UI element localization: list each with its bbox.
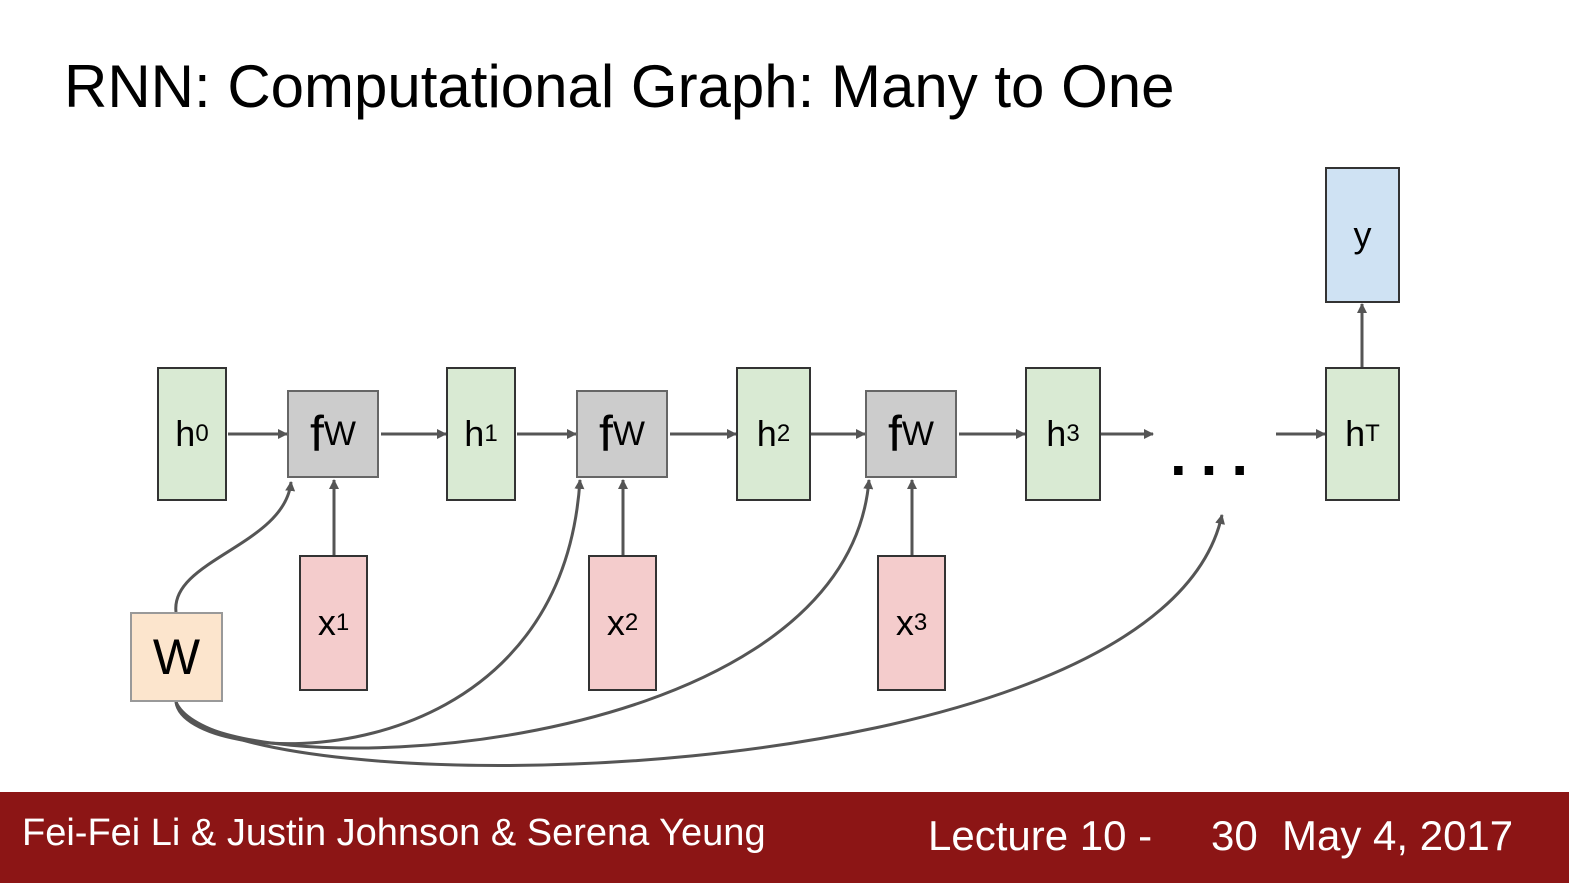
slide-title: RNN: Computational Graph: Many to One — [64, 53, 1175, 120]
footer-authors: Fei-Fei Li & Justin Johnson & Serena Yeu… — [22, 812, 766, 854]
footer-date: May 4, 2017 — [1282, 812, 1514, 859]
footer: Fei-Fei Li & Justin Johnson & Serena Yeu… — [0, 792, 1569, 883]
arrow-W-f3 — [174, 479, 874, 750]
arrow-W-f1 — [174, 481, 296, 613]
arrow-W-hT — [174, 514, 1225, 767]
ellipsis: ... — [1170, 421, 1263, 488]
output-y: y — [1325, 167, 1400, 303]
footer-lecture: Lecture 10 - — [928, 812, 1153, 859]
weights-W: W — [130, 612, 223, 702]
footer-page-number: 30 — [1211, 812, 1258, 859]
arrow-W-f2 — [174, 479, 585, 746]
